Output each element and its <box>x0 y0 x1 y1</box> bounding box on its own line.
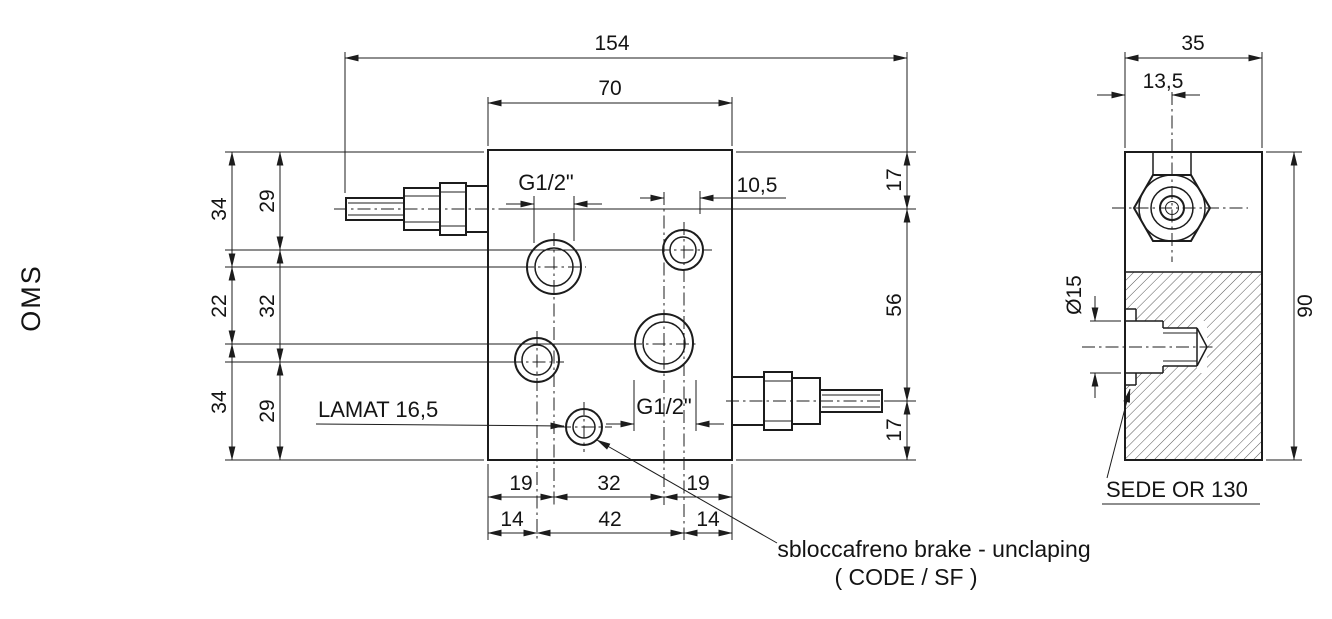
bore-profile <box>1125 320 1208 374</box>
dim-22: 22 <box>208 294 231 317</box>
valve-block-side <box>1124 151 1263 461</box>
centerlines-side <box>1082 92 1248 348</box>
dim-34-top: 34 <box>208 197 231 221</box>
port-thread-label-bottom: G1/2" <box>636 394 692 419</box>
dim-port-offset: 10,5 <box>737 174 778 197</box>
dim-19-right: 19 <box>686 472 709 495</box>
dim-14-left: 14 <box>500 508 524 531</box>
dim-19-left: 19 <box>509 472 532 495</box>
dim-32: 32 <box>256 294 279 317</box>
dim-42: 42 <box>598 508 621 531</box>
port-thread-label-top: G1/2" <box>518 170 574 195</box>
section-hatching <box>1125 272 1262 460</box>
dim-56: 56 <box>883 293 906 316</box>
oring-seat-note: SEDE OR 130 <box>1106 477 1248 502</box>
centerlines-front <box>334 192 884 540</box>
dim-depth: 35 <box>1181 32 1204 55</box>
dim-29-top: 29 <box>256 189 279 212</box>
side-view: 35 13,5 90 Ø15 SEDE OR 130 <box>1063 32 1317 505</box>
dim-block-width: 70 <box>598 77 621 100</box>
dimension-lines-side <box>1091 54 1298 505</box>
dim-32-bottom: 32 <box>597 472 620 495</box>
brake-callout: sbloccafreno brake - unclaping ( CODE / … <box>596 439 1091 590</box>
front-view: 154 70 34 29 22 32 34 29 17 56 17 G1/2" … <box>208 32 916 540</box>
dim-17-bottom: 17 <box>883 418 906 441</box>
oms-logo: OMS <box>16 264 46 332</box>
dim-height: 90 <box>1294 294 1317 317</box>
dim-17-top: 17 <box>883 168 906 191</box>
dimension-lines-front <box>228 54 911 537</box>
dim-29-bottom: 29 <box>256 399 279 422</box>
dim-total-width: 154 <box>594 32 629 55</box>
extension-lines-front <box>225 52 916 540</box>
dim-34-bottom: 34 <box>208 390 231 414</box>
lamat-note: LAMAT 16,5 <box>318 397 438 422</box>
dim-bore-diameter: Ø15 <box>1063 275 1086 315</box>
oring-grooves <box>1125 308 1137 386</box>
brake-callout-line2: ( CODE / SF ) <box>834 564 977 590</box>
dim-14-right: 14 <box>696 508 720 531</box>
valve-block-front <box>487 149 733 461</box>
brake-callout-line1: sbloccafreno brake - unclaping <box>777 536 1090 562</box>
dim-port-center: 13,5 <box>1143 70 1184 93</box>
